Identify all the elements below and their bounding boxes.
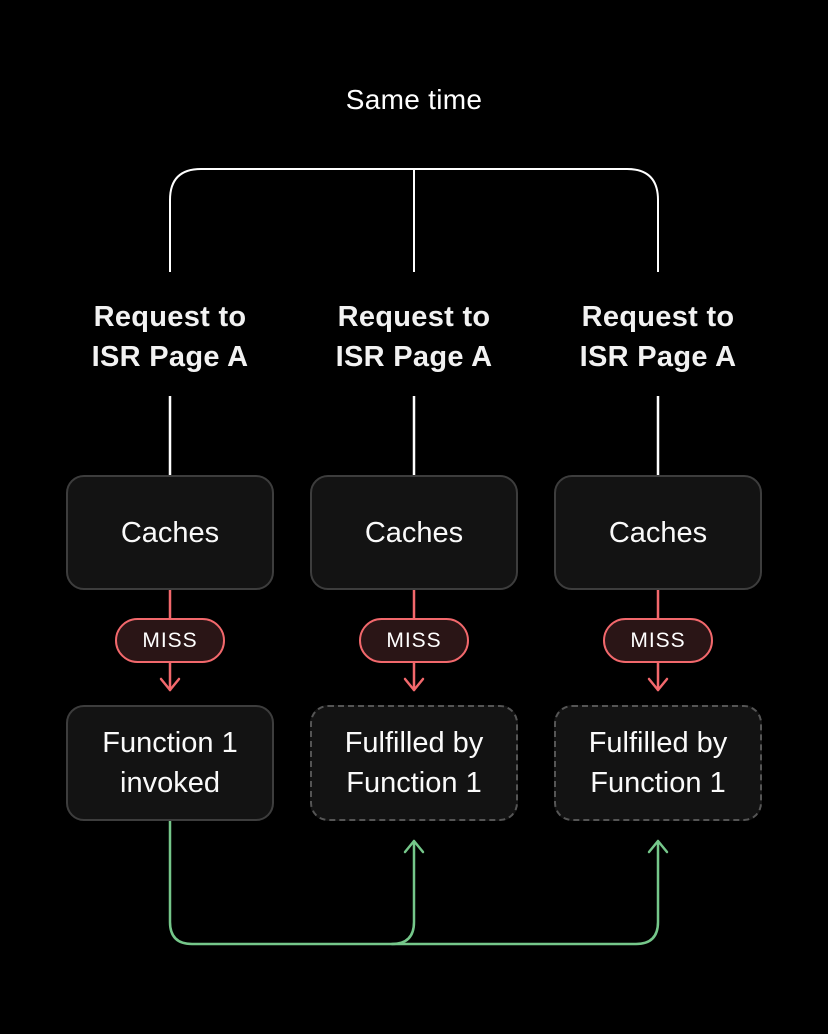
miss-arrowhead-2 [403,677,425,692]
green-connector-main [168,819,660,946]
result-box-label: Fulfilled by Function 1 [588,727,728,799]
green-connector-branch [390,841,416,946]
cache-box-label: Caches [608,516,708,549]
miss-badge-2: MISS [359,618,469,663]
miss-badge-label: MISS [630,628,686,652]
diagram-title: Same time [345,84,483,115]
result-box-label: Fulfilled by Function 1 [344,727,484,799]
green-arrowhead-middle [403,839,425,854]
cache-box-3: Caches [554,475,762,590]
miss-badge-label: MISS [142,628,198,652]
miss-arrowhead-1 [159,677,181,692]
request-label-2: Request to ISR Page A [335,301,493,373]
miss-badge-1: MISS [115,618,225,663]
request-label-1: Request to ISR Page A [91,301,249,373]
request-label-3: Request to ISR Page A [579,301,737,373]
miss-badge-3: MISS [603,618,713,663]
result-box-fulfilled-2: Fulfilled by Function 1 [310,705,518,821]
miss-badge-label: MISS [386,628,442,652]
miss-arrowhead-3 [647,677,669,692]
green-arrowhead-right [647,839,669,854]
cache-box-label: Caches [364,516,464,549]
result-box-fulfilled-3: Fulfilled by Function 1 [554,705,762,821]
green-connector [168,819,669,946]
cache-box-2: Caches [310,475,518,590]
cache-box-label: Caches [120,516,220,549]
cache-box-1: Caches [66,475,274,590]
result-box-label: Function 1 invoked [102,727,238,799]
result-box-function-invoked: Function 1 invoked [66,705,274,821]
